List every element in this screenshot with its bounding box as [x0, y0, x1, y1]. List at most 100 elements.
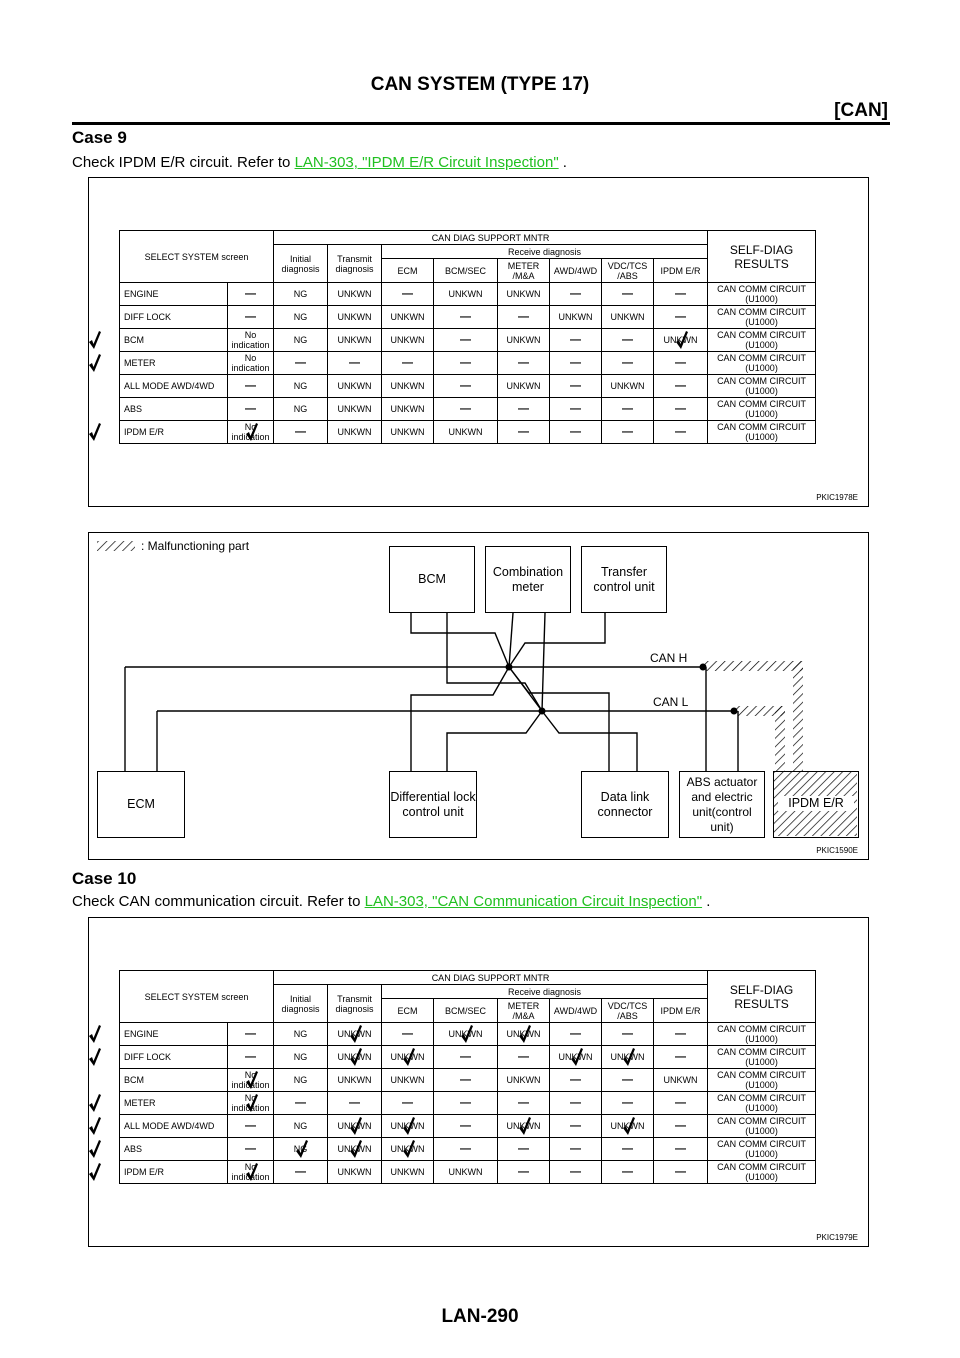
- check-mark-icon: [519, 1024, 531, 1043]
- case-10-link[interactable]: LAN-303, "CAN Communication Circuit Insp…: [364, 893, 703, 910]
- system-name: IPDM E/R: [119, 420, 228, 444]
- table-cell: —: [601, 1068, 654, 1092]
- page-number: LAN-290: [441, 1306, 519, 1327]
- self-diag-result: CAN COMM CIRCUIT (U1000): [707, 420, 817, 444]
- meter-can-l: [541, 612, 546, 712]
- check-mark-icon: [246, 422, 258, 441]
- check-mark-icon: [89, 422, 101, 441]
- receive-col-header: BCM/SEC: [433, 258, 498, 283]
- support-monitor-header: CAN DIAG SUPPORT MNTR: [272, 230, 709, 245]
- table-cell: —: [327, 351, 382, 375]
- differential-lock-control-unit: Differential lock control unit: [389, 771, 477, 838]
- system-name: ALL MODE AWD/4WD: [119, 1114, 228, 1138]
- table-cell: UNKWN: [433, 420, 498, 444]
- hatched-can-l-line: [734, 706, 785, 716]
- table-cell: UNKWN: [327, 305, 382, 329]
- self-diag-header: SELF-DIAG RESULTS: [707, 970, 817, 1023]
- ecm-unit: ECM: [97, 771, 185, 838]
- check-mark-icon: [296, 1139, 308, 1158]
- system-name: BCM: [119, 328, 228, 352]
- legend-hatch-swatch: [97, 541, 135, 551]
- table-cell: —: [273, 351, 328, 375]
- self-diag-result: CAN COMM CIRCUIT (U1000): [707, 374, 817, 398]
- table-cell: UNKWN: [327, 397, 382, 421]
- table-cell: UNKWN: [601, 1045, 654, 1069]
- table-cell: UNKWN: [381, 305, 434, 329]
- table-cell: UNKWN: [381, 420, 434, 444]
- table-cell: —: [549, 282, 602, 306]
- can-l-node: [730, 707, 738, 715]
- dlc-can-l: [541, 710, 638, 771]
- system-name: DIFF LOCK: [119, 1045, 228, 1069]
- case-9-instruction: Check IPDM E/R circuit. Refer to LAN-303…: [72, 154, 567, 171]
- table-cell: —: [549, 397, 602, 421]
- bcm-unit: BCM: [389, 546, 475, 613]
- table-cell: —: [497, 305, 550, 329]
- system-name: IPDM E/R: [119, 1160, 228, 1184]
- table-cell: —: [227, 1045, 274, 1069]
- system-name: ENGINE: [119, 282, 228, 306]
- can-l-junction: [538, 707, 546, 715]
- case-10-heading: Case 10: [72, 869, 137, 888]
- system-name: ABS: [119, 397, 228, 421]
- abs-actuator-unit: ABS actuator and electric unit(control u…: [679, 771, 765, 838]
- check-mark-icon: [89, 1162, 101, 1181]
- meter-can-h: [508, 612, 514, 668]
- table-cell: No indication: [227, 328, 274, 352]
- case-9-text-end: .: [558, 154, 567, 171]
- check-mark-icon: [246, 1162, 258, 1181]
- table-cell: —: [227, 305, 274, 329]
- table-cell: —: [433, 1114, 498, 1138]
- system-name: METER: [119, 351, 228, 375]
- figure-id: PKIC1979E: [816, 1233, 858, 1242]
- table-cell: —: [652, 1022, 709, 1046]
- table-cell: —: [601, 1137, 654, 1161]
- table-cell: NG: [273, 1137, 328, 1161]
- table-cell: —: [652, 1114, 709, 1138]
- system-name: METER: [119, 1091, 228, 1115]
- table-cell: —: [227, 282, 274, 306]
- table-cell: UNKWN: [327, 374, 382, 398]
- table-cell: —: [549, 1137, 602, 1161]
- table-cell: —: [601, 1160, 654, 1184]
- data-link-connector: Data link connector: [581, 771, 669, 838]
- combination-meter-unit: Combination meter: [485, 546, 571, 613]
- table-cell: UNKWN: [327, 1160, 382, 1184]
- table-cell: —: [227, 1022, 274, 1046]
- table-cell: —: [652, 397, 709, 421]
- table-cell: UNKWN: [497, 282, 550, 306]
- ipdm-er-unit: IPDM E/R: [773, 771, 859, 838]
- table-cell: —: [433, 328, 498, 352]
- table-cell: UNKWN: [327, 328, 382, 352]
- table-cell: —: [549, 420, 602, 444]
- transfer-can-h: [508, 613, 606, 668]
- support-monitor-header: CAN DIAG SUPPORT MNTR: [272, 970, 709, 985]
- table-cell: UNKWN: [497, 374, 550, 398]
- system-name: ABS: [119, 1137, 228, 1161]
- table-cell: —: [601, 282, 654, 306]
- check-mark-icon: [519, 1116, 531, 1135]
- case-9-link[interactable]: LAN-303, "IPDM E/R Circuit Inspection": [294, 154, 559, 171]
- table-cell: —: [433, 374, 498, 398]
- table-cell: —: [497, 351, 550, 375]
- check-mark-icon: [571, 1047, 583, 1066]
- table-cell: UNKWN: [601, 1114, 654, 1138]
- table-cell: UNKWN: [381, 328, 434, 352]
- table-cell: —: [549, 374, 602, 398]
- table-cell: —: [652, 1091, 709, 1115]
- check-mark-icon: [350, 1116, 362, 1135]
- self-diag-result: CAN COMM CIRCUIT (U1000): [707, 1068, 817, 1092]
- can-l-label: CAN L: [653, 695, 689, 709]
- receive-diagnosis-header: Receive diagnosis: [380, 244, 709, 259]
- can-h-node: [699, 663, 707, 671]
- self-diag-result: CAN COMM CIRCUIT (U1000): [707, 282, 817, 306]
- self-diag-result: CAN COMM CIRCUIT (U1000): [707, 1137, 817, 1161]
- receive-col-header: AWD/4WD: [549, 998, 602, 1023]
- legend-label: : Malfunctioning part: [141, 539, 250, 553]
